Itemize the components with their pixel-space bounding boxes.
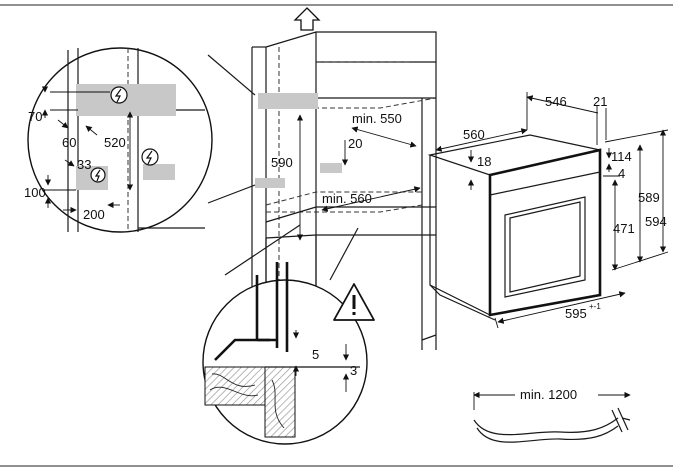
oven-depth-546-label: 546	[545, 94, 567, 109]
electric-socket-icon	[90, 167, 106, 183]
oven-18-label: 18	[477, 154, 491, 169]
electric-socket-icon	[110, 86, 128, 104]
niche-min-width-label: min. 560	[322, 191, 372, 206]
cable-min-length-label: min. 1200	[520, 387, 577, 402]
oven-width-tolerance-label: +-1	[589, 302, 601, 311]
niche-height-label: 590	[271, 155, 293, 170]
vent-zone	[320, 163, 342, 173]
oven-4-label: 4	[618, 166, 625, 181]
oven-width-595-label: 595	[565, 306, 587, 321]
oven-width-560-label: 560	[463, 127, 485, 142]
socket-depth-33-label: 33	[77, 157, 91, 172]
oven-door-21-label: 21	[593, 94, 607, 109]
vent-depth-label: 20	[348, 136, 362, 151]
oven-unit: 546 21 560 18 114 4 471 589 594 595 +-1	[427, 92, 669, 329]
socket-height-100-label: 100	[24, 185, 46, 200]
socket-height-70-label: 70	[28, 109, 42, 124]
gap-detail-zoom: 5 3	[202, 224, 375, 445]
gap-5-label: 5	[312, 347, 319, 362]
cabinet-unit: min. 550 590 20 min. 560	[251, 31, 437, 350]
oven-114-label: 114	[611, 149, 632, 164]
socket-detail-zoom: 70 60 520 33 100 200	[24, 47, 256, 233]
socket-zone-lower	[255, 178, 285, 188]
niche-min-depth-label: min. 550	[352, 111, 402, 126]
power-cable: min. 1200	[473, 387, 631, 443]
up-arrow-icon	[293, 7, 321, 31]
socket-spacing-520-label: 520	[104, 135, 126, 150]
socket-offset-60-label: 60	[62, 135, 76, 150]
oven-594-label: 594	[645, 214, 667, 229]
oven-471-label: 471	[613, 221, 635, 236]
warning-triangle-icon	[333, 283, 375, 321]
gap-3-label: 3	[350, 363, 357, 378]
socket-width-200-label: 200	[83, 207, 105, 222]
oven-589-label: 589	[638, 190, 660, 205]
socket-zone-upper	[258, 93, 318, 109]
electric-socket-icon	[141, 148, 159, 166]
